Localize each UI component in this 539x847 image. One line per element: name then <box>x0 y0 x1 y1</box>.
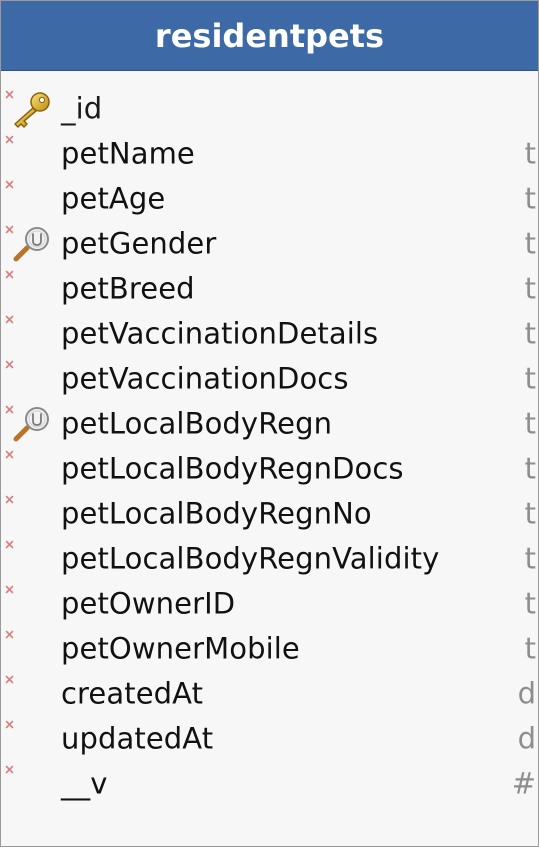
field-type: # <box>511 766 536 801</box>
not-null-icon <box>5 180 14 189</box>
field-name: petOwnerMobile <box>61 631 300 666</box>
field-name: _id <box>61 91 103 126</box>
not-null-icon <box>5 720 14 729</box>
not-null-icon <box>5 540 14 549</box>
field-type: t <box>524 136 536 171</box>
table-title[interactable]: residentpets <box>1 1 538 71</box>
field-type: t <box>524 271 536 306</box>
unique-index-icon <box>13 227 49 262</box>
not-null-icon <box>5 450 14 459</box>
unique-index-icon <box>13 407 49 442</box>
field-row[interactable]: petOwnerMobile t <box>1 627 538 672</box>
field-name: petGender <box>61 226 217 261</box>
field-row[interactable]: petAge t <box>1 177 538 222</box>
field-type: t <box>524 451 536 486</box>
field-type: t <box>524 316 536 351</box>
field-name: petVaccinationDocs <box>61 361 349 396</box>
field-name: petOwnerID <box>61 586 236 621</box>
field-row[interactable]: updatedAt d <box>1 717 538 762</box>
field-row[interactable]: petName t <box>1 132 538 177</box>
field-row[interactable]: petLocalBodyRegnValidity t <box>1 537 538 582</box>
not-null-icon <box>5 225 14 234</box>
field-row[interactable]: createdAt d <box>1 672 538 717</box>
field-name: __v <box>61 766 108 801</box>
not-null-icon <box>5 360 14 369</box>
field-row[interactable]: petBreed t <box>1 267 538 312</box>
field-name: petLocalBodyRegnNo <box>61 496 372 531</box>
field-name: petLocalBodyRegn <box>61 406 333 441</box>
field-type: t <box>524 586 536 621</box>
field-name: petVaccinationDetails <box>61 316 379 351</box>
field-name: petBreed <box>61 271 195 306</box>
field-type: t <box>524 181 536 216</box>
not-null-icon <box>5 765 14 774</box>
field-type: t <box>524 226 536 261</box>
not-null-icon <box>5 405 14 414</box>
field-name: createdAt <box>61 676 204 711</box>
not-null-icon <box>5 585 14 594</box>
field-row[interactable]: _id <box>1 87 538 132</box>
field-type: t <box>524 496 536 531</box>
field-name: petName <box>61 136 195 171</box>
not-null-icon <box>5 675 14 684</box>
not-null-icon <box>5 90 14 99</box>
field-type: t <box>524 361 536 396</box>
field-row[interactable]: petLocalBodyRegn t <box>1 402 538 447</box>
key-icon <box>14 92 50 128</box>
field-type: t <box>524 631 536 666</box>
field-type: t <box>524 541 536 576</box>
field-type: t <box>524 406 536 441</box>
field-name: petLocalBodyRegnDocs <box>61 451 404 486</box>
field-row[interactable]: petGender t <box>1 222 538 267</box>
not-null-icon <box>5 270 14 279</box>
field-name: petAge <box>61 181 166 216</box>
field-type: d <box>517 721 536 756</box>
field-row[interactable]: petVaccinationDocs t <box>1 357 538 402</box>
field-row[interactable]: petOwnerID t <box>1 582 538 627</box>
field-type: d <box>517 676 536 711</box>
not-null-icon <box>5 495 14 504</box>
field-name: petLocalBodyRegnValidity <box>61 541 440 576</box>
field-row[interactable]: __v # <box>1 762 538 807</box>
field-name: updatedAt <box>61 721 214 756</box>
not-null-icon <box>5 135 14 144</box>
field-row[interactable]: petVaccinationDetails t <box>1 312 538 357</box>
not-null-icon <box>5 630 14 639</box>
field-row[interactable]: petLocalBodyRegnDocs t <box>1 447 538 492</box>
field-row[interactable]: petLocalBodyRegnNo t <box>1 492 538 537</box>
not-null-icon <box>5 315 14 324</box>
